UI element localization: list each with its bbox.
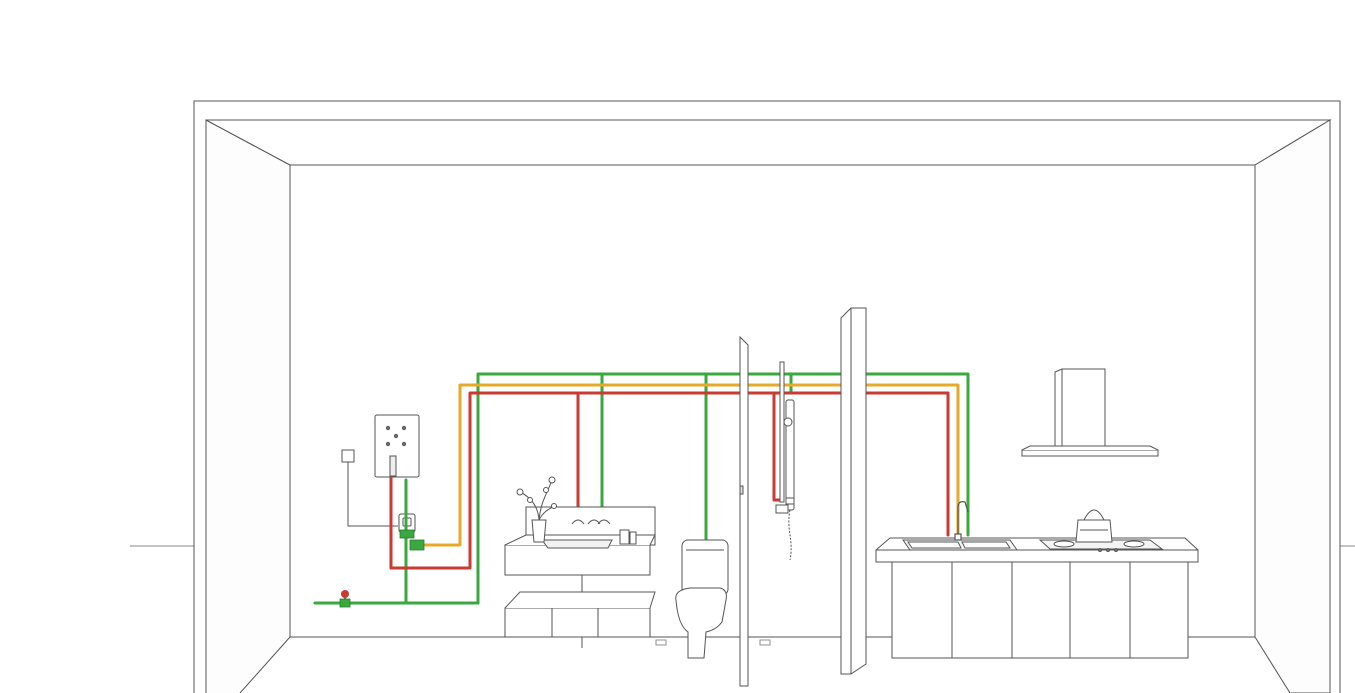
kettle — [1075, 509, 1113, 543]
inline-filter — [399, 529, 425, 551]
range-hood — [1021, 368, 1159, 457]
mixed-supply-pipes — [423, 383, 960, 547]
plant-pot — [516, 476, 557, 543]
toilet — [675, 539, 729, 659]
main-valve — [339, 590, 351, 608]
ceiling — [205, 119, 1332, 166]
partition-wall — [840, 307, 867, 675]
floor-drain — [655, 639, 667, 646]
floor-drain — [759, 639, 771, 646]
kitchen-faucet — [954, 501, 969, 541]
water-heater — [374, 414, 420, 478]
cooktop — [1038, 539, 1164, 552]
kitchen-counter — [875, 537, 1199, 659]
shower-set — [775, 361, 795, 561]
left-wall — [205, 119, 291, 693]
partition-glass — [739, 335, 749, 687]
right-wall — [1254, 119, 1331, 693]
